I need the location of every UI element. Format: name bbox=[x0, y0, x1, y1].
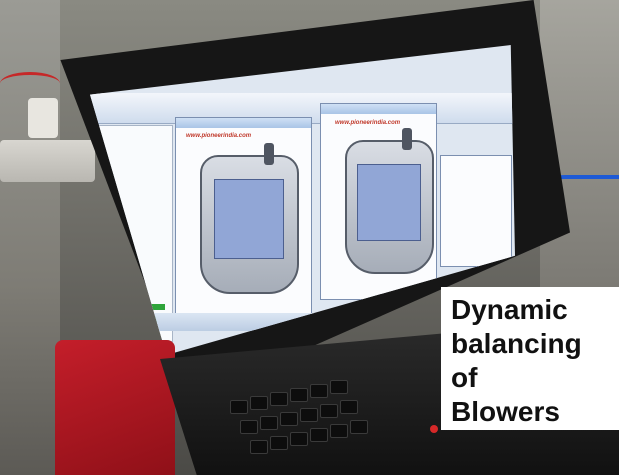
keyboard-key bbox=[270, 436, 288, 450]
keyboard-key bbox=[310, 384, 328, 398]
keyboard-key bbox=[290, 388, 308, 402]
phone-graphic bbox=[345, 128, 434, 274]
window-titlebar bbox=[176, 118, 311, 128]
keyboard-key bbox=[310, 428, 328, 442]
phone-antenna bbox=[402, 128, 412, 150]
brand-url: www.pioneerindia.com bbox=[186, 133, 252, 139]
keyboard-key bbox=[250, 440, 268, 454]
keyboard-key bbox=[340, 400, 358, 414]
keyboard-key bbox=[230, 400, 248, 414]
keyboard-key bbox=[300, 408, 318, 422]
window-titlebar bbox=[321, 104, 436, 114]
phone-display bbox=[357, 164, 421, 241]
phone-antenna bbox=[264, 143, 274, 165]
keyboard-key bbox=[330, 380, 348, 394]
keyboard-key bbox=[250, 396, 268, 410]
red-handle bbox=[55, 340, 175, 475]
caption-line-1: Dynamic bbox=[451, 294, 568, 325]
caption-line-2: balancing of bbox=[451, 328, 582, 393]
right-panel bbox=[440, 155, 512, 267]
trackpoint bbox=[430, 425, 438, 433]
keyboard-key bbox=[330, 424, 348, 438]
brand-url: www.pioneerindia.com bbox=[335, 120, 401, 126]
keyboard-key bbox=[260, 416, 278, 430]
keyboard-key bbox=[240, 420, 258, 434]
keyboard-key bbox=[290, 432, 308, 446]
caption-line-3: Blowers bbox=[451, 396, 560, 427]
blue-cable bbox=[530, 175, 619, 209]
keyboard-key bbox=[350, 420, 368, 434]
red-cable bbox=[0, 72, 60, 95]
power-strip bbox=[0, 140, 95, 182]
power-plug bbox=[28, 98, 58, 138]
caption-box: Dynamic balancing of Blowers bbox=[441, 287, 619, 430]
status-bar-green bbox=[135, 304, 165, 310]
keyboard-key bbox=[320, 404, 338, 418]
phone-graphic bbox=[200, 143, 299, 294]
keyboard-key bbox=[280, 412, 298, 426]
phone-display bbox=[214, 179, 284, 259]
keyboard-key bbox=[270, 392, 288, 406]
